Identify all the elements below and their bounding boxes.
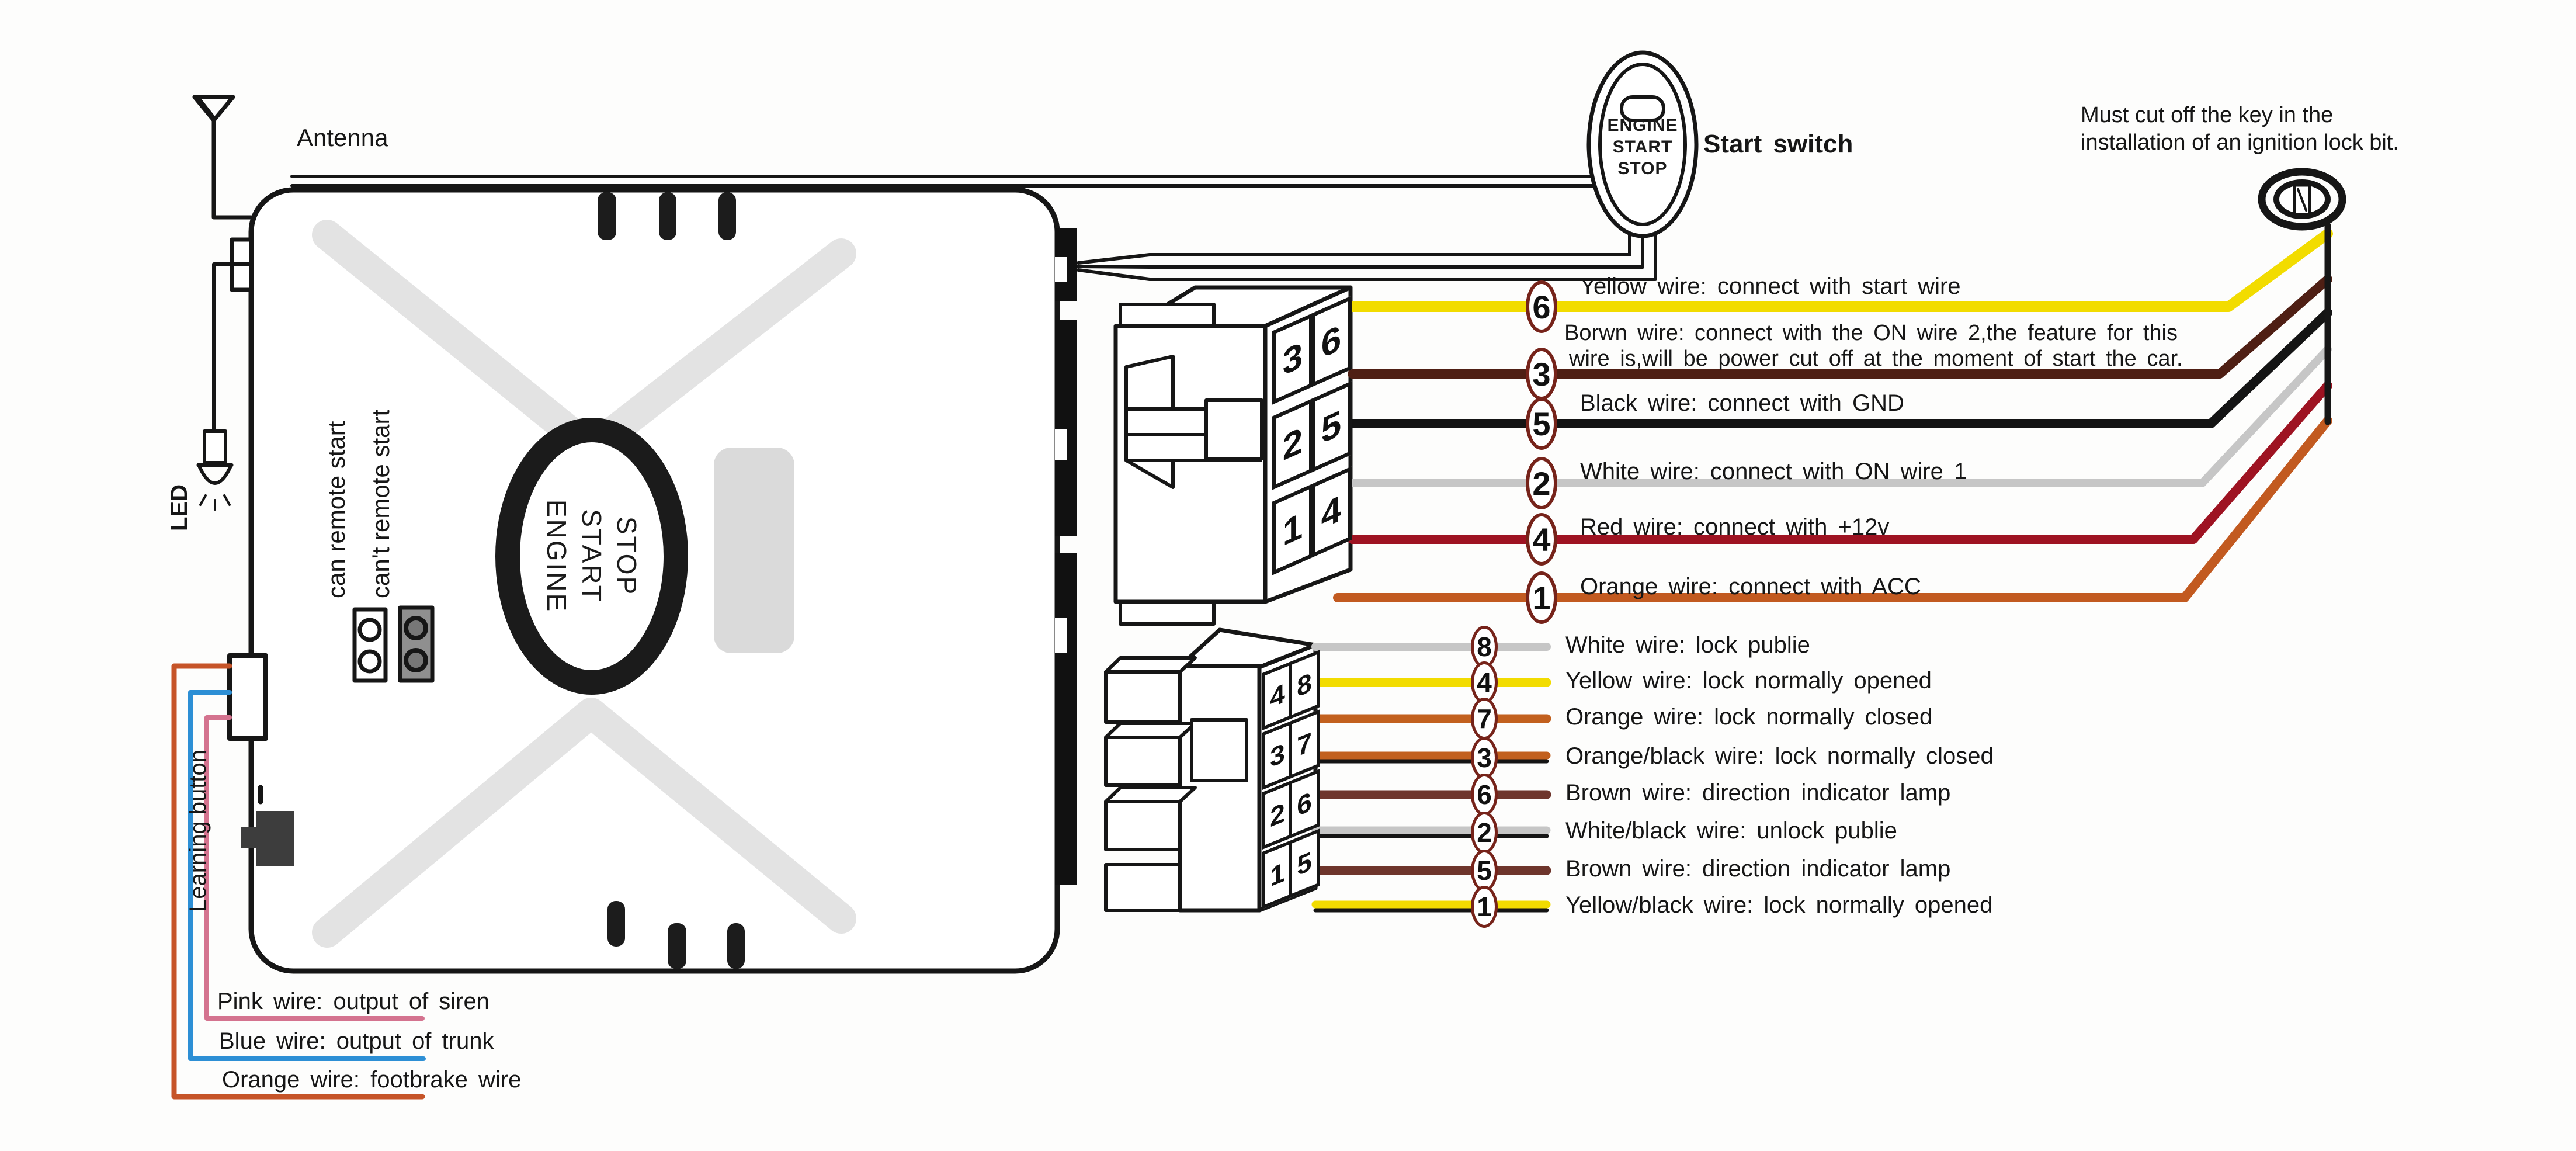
top-vents-icon	[598, 192, 736, 240]
wire-label: Yellow/black wire: lock normally opened	[1565, 892, 1993, 918]
learning-button-label: Learning button	[185, 749, 211, 912]
pin-cell: 7	[1289, 709, 1320, 779]
wire-label: Yellow wire: lock normally opened	[1565, 668, 1932, 694]
ignition-note-line2: installation of an ignition lock bit.	[2081, 130, 2399, 155]
wire-number-badge: 7	[1471, 698, 1498, 740]
jumper-can-remote-start	[352, 607, 388, 683]
wire-number-badge: 4	[1526, 513, 1557, 566]
wire-label: White wire: lock publie	[1565, 632, 1810, 658]
wire-number-badge: 5	[1471, 850, 1498, 892]
wire-acc-orange	[1333, 416, 2332, 602]
wire-label: White/black wire: unlock publie	[1565, 818, 1897, 844]
wire-label: Brown wire: direction indicator lamp	[1565, 856, 1951, 882]
main-button-line-start: START	[577, 509, 607, 604]
output-port	[227, 653, 268, 741]
wire-number-badge: 3	[1526, 348, 1557, 400]
wire-12v-red	[1348, 381, 2332, 544]
wire-label: Yellow wire: connect with start wire	[1580, 273, 1961, 299]
jumper-cant-remote-start	[398, 605, 435, 683]
start-switch-label: Start switch	[1703, 130, 1853, 158]
connector2-wires	[1311, 643, 1551, 913]
wire-label: Red wire: connect with +12v	[1580, 514, 1890, 540]
wire-footbrake	[171, 663, 425, 1100]
start-switch-line2: START	[1612, 137, 1673, 157]
wire-label: Blue wire: output of trunk	[219, 1028, 494, 1054]
start-switch-face: ENGINE START STOP	[1596, 115, 1689, 179]
main-button-line-stop: STOP	[612, 516, 642, 597]
led-icon	[196, 262, 253, 511]
wire-number-badge: 1	[1471, 886, 1498, 928]
wire-siren	[204, 715, 425, 1021]
watermark-panel	[714, 448, 794, 653]
pin-cell: 2	[1272, 398, 1313, 490]
wire-label: Brown wire: direction indicator lamp	[1565, 780, 1951, 806]
wire-number-badge: 2	[1471, 812, 1498, 854]
wire-number-badge: 5	[1526, 397, 1557, 450]
ignition-lock-icon	[2258, 168, 2346, 231]
wire-number-badge: 6	[1526, 280, 1557, 333]
start-switch-line3: STOP	[1617, 159, 1668, 178]
wire-number-badge: 3	[1471, 737, 1498, 779]
wire-trunk	[188, 690, 426, 1061]
connector1-wires	[1333, 228, 2333, 602]
antenna-label: Antenna	[297, 124, 388, 151]
wire-number-badge: 1	[1526, 571, 1557, 624]
wire-label: Black wire: connect with GND	[1580, 390, 1904, 416]
pin-cell: 3	[1272, 313, 1313, 405]
antenna-icon	[192, 95, 254, 220]
wire-label: Orange/black wire: lock normally closed	[1565, 743, 1994, 769]
wire-label: Pink wire: output of siren	[217, 989, 489, 1014]
wire-number-badge: 6	[1471, 774, 1498, 816]
ignition-note-line1: Must cut off the key in the	[2081, 103, 2334, 127]
jumper-can-label: can remote start	[322, 421, 350, 598]
learning-button-icon	[241, 811, 294, 866]
wire-on2-brown	[1348, 275, 2332, 379]
wire-gnd-black	[1348, 308, 2332, 428]
jumper-cant-label: can't remote start	[367, 409, 394, 598]
wire-label: Orange wire: footbrake wire	[222, 1067, 522, 1093]
led-label: LED	[166, 484, 192, 531]
connector1-pin-face: 3 6 2 5 1 4	[1265, 288, 1352, 578]
connector2-pin-face: 4 8 3 7 2 6 1 5	[1259, 644, 1320, 910]
wire-label: wire is,will be power cut off at the mom…	[1569, 346, 2183, 371]
pin-cell: 6	[1289, 768, 1320, 839]
bottom-vents-icon	[607, 901, 745, 969]
wire-label: Orange wire: lock normally closed	[1565, 704, 1933, 730]
engine-start-stop-ring	[495, 418, 688, 695]
wire-start-yellow	[1347, 228, 2333, 312]
main-button-line-engine: ENGINE	[541, 499, 572, 613]
start-switch-line1: ENGINE	[1607, 116, 1678, 135]
wire-label: Orange wire: connect with ACC	[1580, 574, 1921, 599]
wire-label: Borwn wire: connect with the ON wire 2,t…	[1564, 321, 2178, 345]
pin-cell: 5	[1311, 381, 1352, 473]
wire-label: White wire: connect with ON wire 1	[1580, 459, 1967, 484]
right-edge-ports	[1055, 228, 1077, 885]
pin-cell: 6	[1311, 296, 1352, 388]
right-edge-port-slots	[1055, 257, 1067, 653]
wire-number-badge: 2	[1526, 457, 1557, 509]
wire-on1-white	[1348, 345, 2332, 487]
pin-cell: 8	[1289, 649, 1320, 720]
start-switch-icon[interactable]	[1586, 50, 1699, 238]
